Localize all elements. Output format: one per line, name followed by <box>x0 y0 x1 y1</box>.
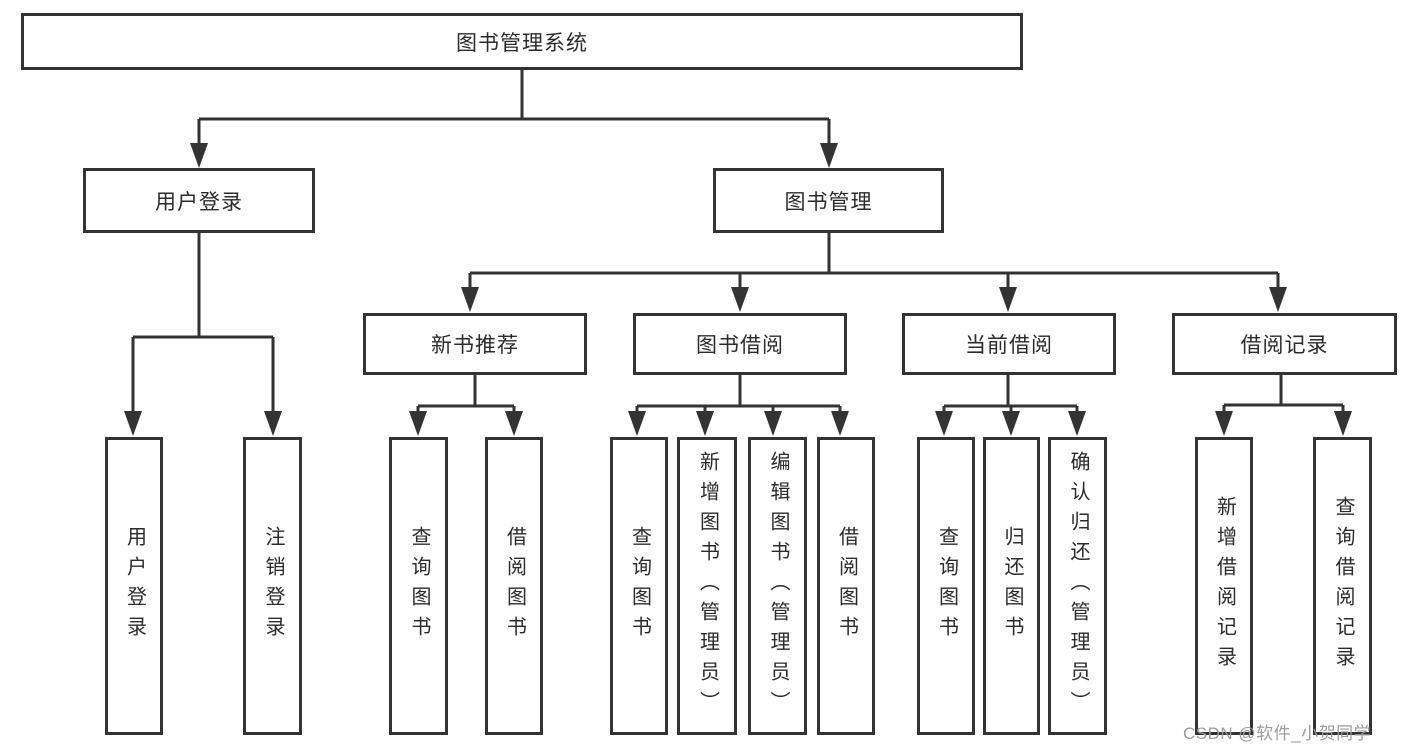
leaf-query-borrow-record: 查询借阅记录 <box>1313 437 1372 735</box>
node-book-management: 图书管理 <box>713 168 944 233</box>
leaf-borrow-books-2: 借阅图书 <box>817 437 875 735</box>
node-book-borrow: 图书借阅 <box>633 313 847 375</box>
csdn-watermark: CSDN @软件_小贺同学 <box>1183 724 1372 743</box>
leaf-confirm-return-admin: 确认归还（管理员） <box>1048 437 1107 735</box>
node-current-borrow-label: 当前借阅 <box>965 334 1053 357</box>
leaf-add-borrow-record: 新增借阅记录 <box>1195 437 1253 735</box>
leaf-query-books-3-label: 查询图书 <box>935 526 958 646</box>
node-book-management-label: 图书管理 <box>784 190 873 214</box>
node-root-system: 图书管理系统 <box>21 13 1023 70</box>
leaf-query-books-2: 查询图书 <box>610 437 668 735</box>
leaf-query-borrow-record-label: 查询借阅记录 <box>1332 496 1354 676</box>
node-user-login-label: 用户登录 <box>155 190 243 214</box>
leaf-user-login: 用户登录 <box>105 437 163 735</box>
leaf-query-books-1: 查询图书 <box>389 437 448 735</box>
leaf-add-books-admin-label: 新增图书（管理员） <box>696 451 719 721</box>
node-book-borrow-label: 图书借阅 <box>696 334 784 357</box>
leaf-edit-books-admin-label: 编辑图书（管理员） <box>767 451 789 721</box>
node-new-book-recommend: 新书推荐 <box>363 313 587 375</box>
leaf-add-books-admin: 新增图书（管理员） <box>677 437 737 735</box>
node-current-borrow: 当前借阅 <box>902 313 1116 375</box>
node-user-login: 用户登录 <box>83 168 315 233</box>
leaf-edit-books-admin: 编辑图书（管理员） <box>748 437 807 735</box>
leaf-return-books-label: 归还图书 <box>1001 526 1023 646</box>
leaf-query-books-1-label: 查询图书 <box>408 526 430 646</box>
node-new-book-recommend-label: 新书推荐 <box>431 334 519 357</box>
leaf-add-borrow-record-label: 新增借阅记录 <box>1213 496 1236 676</box>
leaf-user-login-label: 用户登录 <box>123 526 146 646</box>
leaf-return-books: 归还图书 <box>983 437 1040 735</box>
arrowheads <box>124 143 1352 436</box>
leaf-borrow-books-2-label: 借阅图书 <box>835 526 858 646</box>
leaf-logout: 注销登录 <box>243 437 302 735</box>
node-borrow-records-label: 借阅记录 <box>1240 334 1329 357</box>
leaf-confirm-return-admin-label: 确认归还（管理员） <box>1067 451 1089 721</box>
leaf-borrow-books-1-label: 借阅图书 <box>503 526 526 646</box>
node-borrow-records: 借阅记录 <box>1172 313 1397 375</box>
leaf-logout-label: 注销登录 <box>262 526 284 646</box>
node-root-system-label: 图书管理系统 <box>456 31 588 55</box>
leaf-query-books-3: 查询图书 <box>917 437 975 735</box>
leaf-query-books-2-label: 查询图书 <box>628 526 651 646</box>
leaf-borrow-books-1: 借阅图书 <box>485 437 543 735</box>
